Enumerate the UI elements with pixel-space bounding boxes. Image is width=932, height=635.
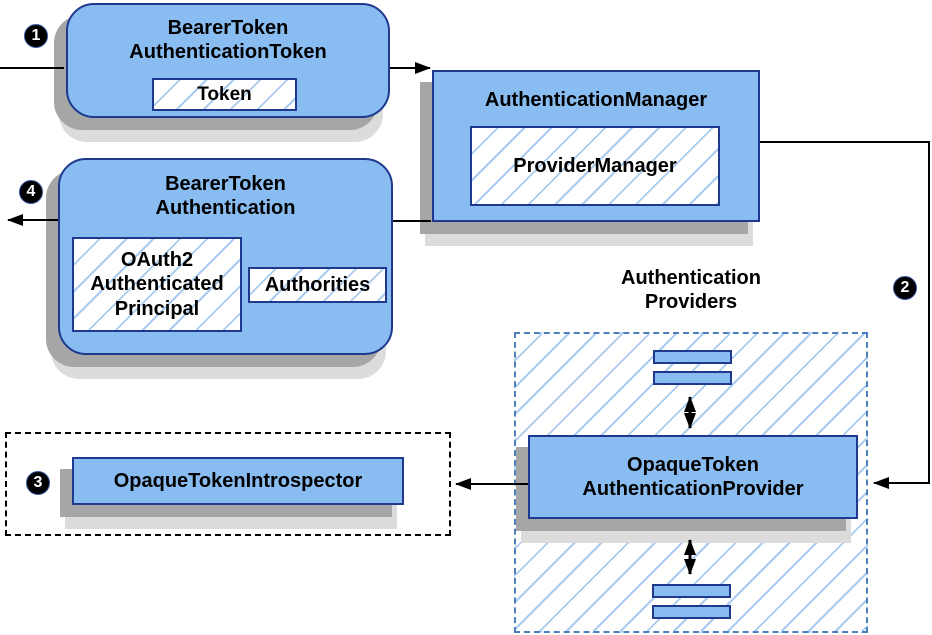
provider-stack-bar [653, 371, 732, 385]
opaque-token-introspector-node: OpaqueTokenIntrospector [72, 457, 404, 505]
bearer-token-authentication-token-title: BearerToken AuthenticationToken [129, 17, 327, 64]
provider-stack-bar [652, 605, 731, 619]
oauth2-authenticated-principal-label: OAuth2 Authenticated Principal [90, 248, 224, 320]
introspector-dashed-container [5, 432, 451, 536]
step-2-badge: 2 [893, 276, 917, 300]
provider-manager-inner-box: ProviderManager [470, 126, 720, 206]
authentication-providers-title: Authentication Providers [621, 267, 761, 314]
bearer-token-authentication-title: BearerToken Authentication [155, 173, 296, 220]
authorities-box: Authorities [248, 267, 387, 303]
token-inner-box: Token [152, 78, 297, 111]
step-2-number: 2 [900, 279, 910, 296]
step-4-badge: 4 [19, 180, 43, 204]
provider-stack-bar [653, 350, 732, 364]
step-4-number: 4 [26, 183, 36, 200]
opaque-token-authentication-provider-node: OpaqueToken AuthenticationProvider [528, 435, 858, 519]
step-1-number: 1 [31, 27, 41, 44]
step-1-badge: 1 [24, 24, 48, 48]
provider-manager-label: ProviderManager [513, 154, 677, 177]
step-3-badge: 3 [26, 471, 50, 495]
authorities-label: Authorities [264, 273, 371, 296]
step-3-number: 3 [33, 474, 43, 491]
opaque-token-introspector-label: OpaqueTokenIntrospector [113, 469, 363, 492]
authentication-manager-title: AuthenticationManager [484, 89, 708, 111]
opaque-token-authentication-provider-label: OpaqueToken AuthenticationProvider [582, 453, 804, 500]
oauth2-authenticated-principal-box: OAuth2 Authenticated Principal [72, 237, 242, 332]
provider-stack-bar [652, 584, 731, 598]
token-label: Token [197, 83, 252, 105]
